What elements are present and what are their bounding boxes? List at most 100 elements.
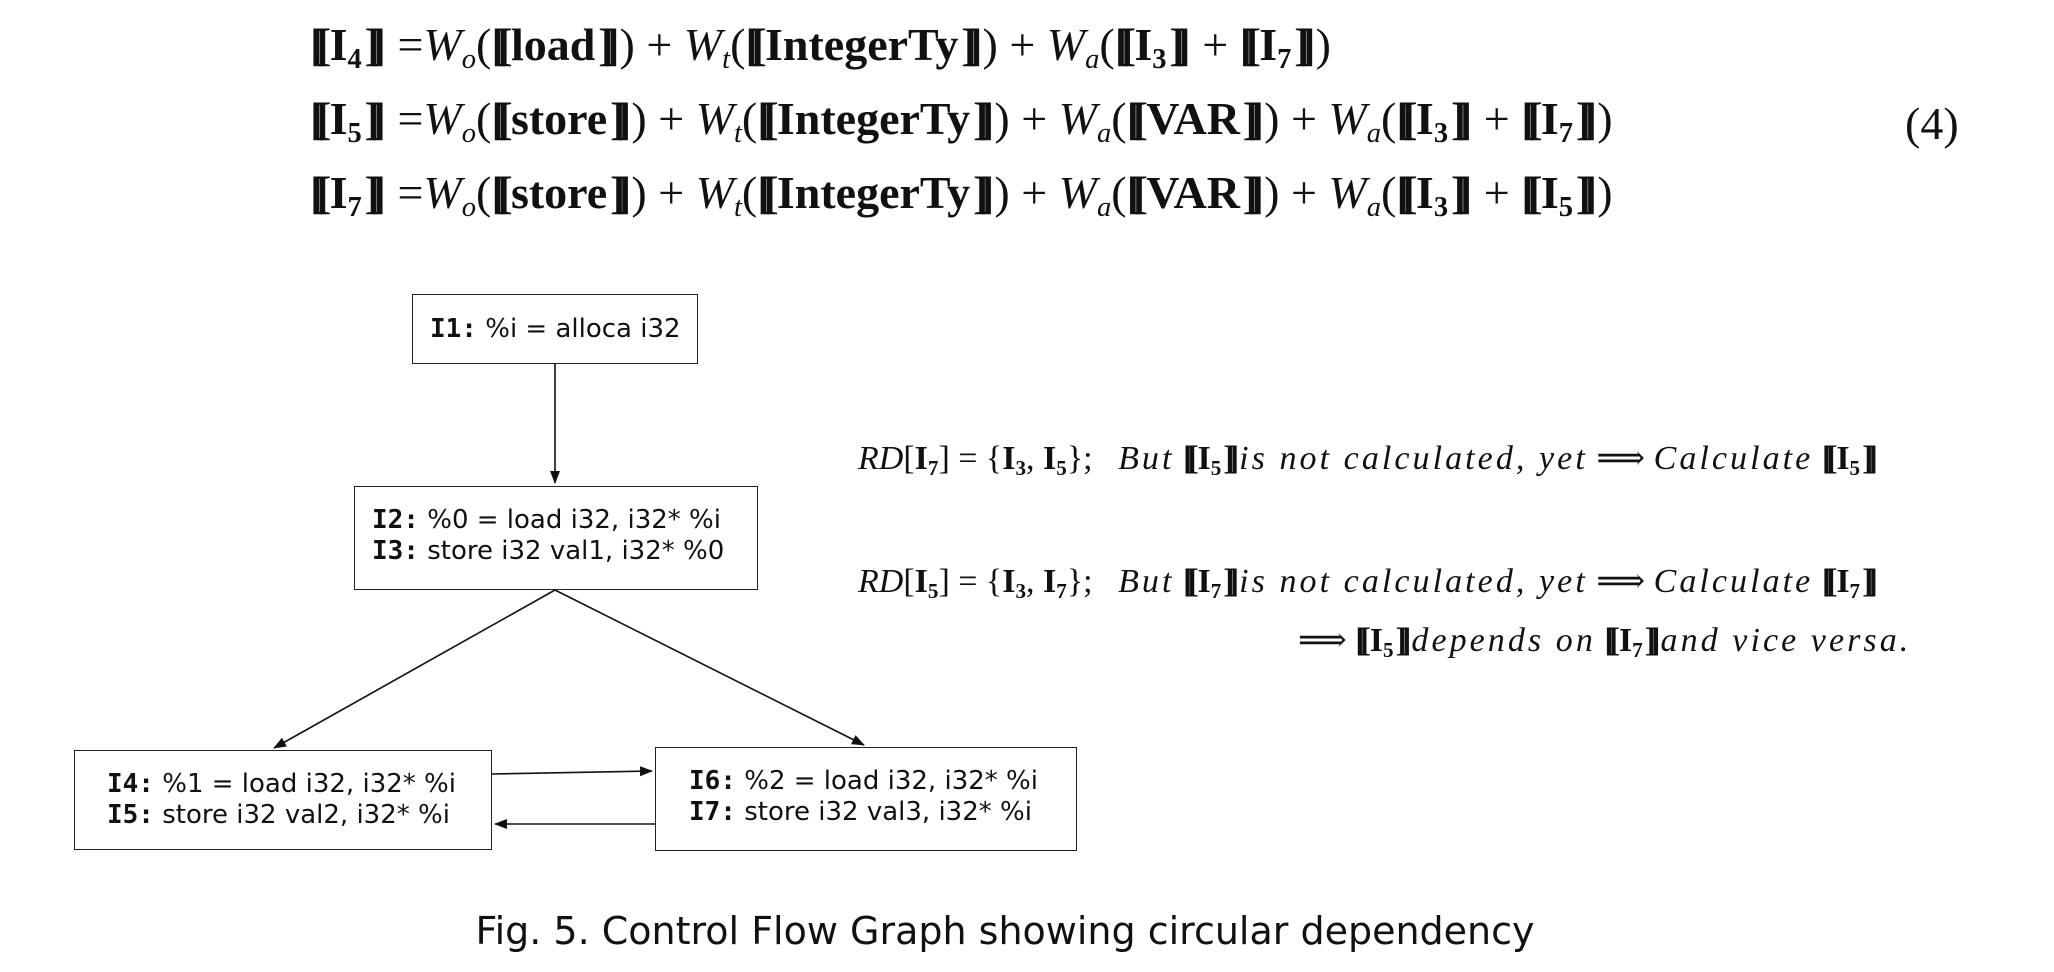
instruction-code: store i32 val2, i32* %i: [153, 800, 450, 830]
weight-symbol: W: [423, 93, 462, 144]
instruction-line: I4: %1 = load i32, i32* %i: [107, 769, 491, 800]
instr-symbol: I: [329, 167, 348, 218]
instr-index: 5: [1849, 455, 1861, 480]
weight-index: a: [1366, 191, 1381, 223]
depends-on-text: depends on: [1411, 622, 1596, 659]
sem-bracket-open: [[: [1821, 440, 1838, 477]
instruction-code: %i = alloca i32: [476, 314, 681, 344]
instr-symbol: I: [914, 440, 928, 477]
vice-versa-text: and vice versa.: [1660, 622, 1912, 659]
instr-symbol: I: [1259, 19, 1278, 70]
rd-symbol: RD: [858, 563, 904, 600]
instruction-code: %2 = load i32, i32* %i: [735, 766, 1038, 796]
weight-symbol: W: [1328, 93, 1367, 144]
instruction-label: I2:: [372, 505, 419, 535]
but-word: But: [1118, 440, 1175, 477]
instr-index: 7: [1277, 43, 1292, 75]
not-calculated-text: is not calculated, yet: [1239, 563, 1588, 600]
instr-symbol: I: [1415, 167, 1434, 218]
instr-symbol: I: [329, 19, 348, 70]
instr-index: 5: [1210, 455, 1222, 480]
equation-row: [[I5]] =Wo([[store]]) + Wt([[IntegerTy]]…: [310, 93, 1613, 149]
instruction-line: I7: store i32 val3, i32* %i: [689, 797, 1076, 828]
sem-bracket-close: ]]: [1223, 440, 1239, 477]
instr-index: 3: [1015, 455, 1027, 480]
instruction-label: I7:: [689, 797, 736, 827]
instr-symbol: I: [1002, 563, 1016, 600]
sem-bracket-close: ]]: [1644, 622, 1661, 659]
instr-index: 5: [1558, 191, 1574, 223]
instr-symbol: I: [1618, 622, 1633, 659]
sem-bracket-open: [[: [1821, 563, 1838, 600]
weight-index: a: [1085, 43, 1100, 75]
instruction-label: I1:: [430, 314, 477, 344]
edge-i2-to-i6: [554, 589, 865, 746]
weight-index: o: [461, 191, 477, 223]
instruction-label: I3:: [372, 536, 419, 566]
instruction-line: I5: store i32 val2, i32* %i: [107, 800, 491, 831]
weight-index: t: [733, 191, 742, 223]
instruction-line: I1: %i = alloca i32: [430, 314, 697, 345]
weight-index: o: [461, 43, 477, 75]
instr-symbol: I: [1043, 563, 1057, 600]
reaching-def-line-i5: RD[I5] = {I3, I7}; But [[I7]]is not calc…: [858, 563, 1878, 603]
weight-symbol: W: [695, 93, 734, 144]
instr-index: 5: [1382, 637, 1394, 662]
sem-bracket-open: [[: [1604, 622, 1620, 659]
instr-index: 5: [1056, 455, 1067, 480]
instruction-label: I5:: [107, 800, 154, 830]
weight-symbol: W: [1058, 167, 1097, 218]
but-word: But: [1118, 563, 1175, 600]
edge-i4-to-i6: [491, 766, 653, 777]
instr-symbol: I: [1197, 563, 1211, 600]
weight-symbol: W: [1328, 167, 1367, 218]
instruction-line: I3: store i32 val1, i32* %0: [372, 536, 757, 567]
edge-i2-to-i4: [273, 589, 556, 749]
opcode-token: VAR: [1146, 93, 1240, 144]
instr-symbol: I: [1415, 93, 1434, 144]
instruction-line: I6: %2 = load i32, i32* %i: [689, 766, 1076, 797]
calculate-word: Calculate: [1653, 440, 1814, 477]
weight-symbol: W: [423, 19, 462, 70]
instruction-line: I2: %0 = load i32, i32* %i: [372, 505, 757, 536]
instr-symbol: I: [1836, 440, 1850, 477]
weight-index: a: [1366, 117, 1381, 149]
instr-symbol: I: [1002, 440, 1016, 477]
equation-number: (4): [1905, 98, 1959, 149]
opcode-token: VAR: [1146, 167, 1240, 218]
instruction-label: I6:: [689, 766, 736, 796]
instr-index: 4: [347, 43, 362, 75]
opcode-token: IntegerTy: [776, 167, 971, 218]
instr-index: 3: [1433, 117, 1449, 149]
opcode-token: load: [510, 19, 596, 70]
calculate-word: Calculate: [1653, 563, 1814, 600]
circular-dependency-conclusion: ⟹ [[I5]]depends on [[I7]]and vice versa.: [1298, 622, 1912, 662]
weight-index: t: [722, 43, 731, 75]
weight-symbol: W: [695, 167, 734, 218]
weight-index: a: [1096, 117, 1112, 149]
instruction-code: store i32 val1, i32* %0: [418, 536, 725, 566]
opcode-token: IntegerTy: [765, 19, 959, 70]
weight-symbol: W: [423, 167, 462, 218]
instr-index: 7: [1558, 117, 1574, 149]
instruction-code: store i32 val3, i32* %i: [735, 797, 1032, 827]
reaching-def-line-i7: RD[I7] = {I3, I5}; But [[I5]]is not calc…: [858, 440, 1878, 480]
instr-index: 7: [1210, 578, 1222, 603]
rd-symbol: RD: [858, 440, 904, 477]
instr-index: 5: [927, 578, 939, 603]
sem-bracket-open: [[: [1183, 440, 1199, 477]
equation-row: [[I7]] =Wo([[store]]) + Wt([[IntegerTy]]…: [310, 167, 1613, 223]
instruction-label: I4:: [107, 769, 154, 799]
instr-symbol: I: [1540, 167, 1559, 218]
opcode-token: store: [510, 93, 608, 144]
instr-index: 3: [1152, 43, 1167, 75]
equation-row: [[I4]] =Wo([[load]]) + Wt([[IntegerTy]])…: [310, 19, 1331, 75]
weight-index: t: [733, 117, 742, 149]
instr-index: 7: [927, 455, 939, 480]
instr-index: 7: [1632, 637, 1643, 662]
instr-index: 7: [1056, 578, 1067, 603]
